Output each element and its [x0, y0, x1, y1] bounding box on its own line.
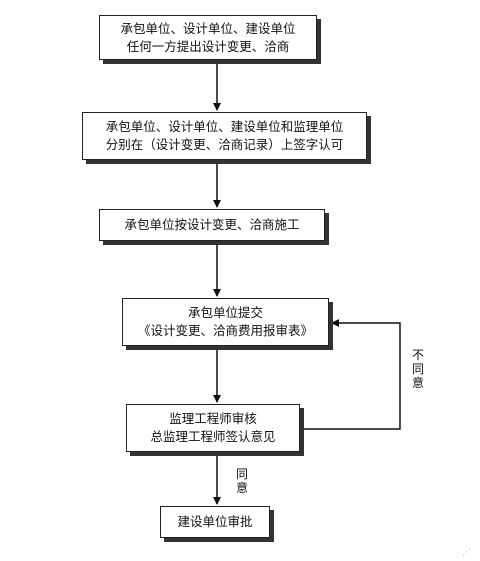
watermark-mark: ⋰	[462, 548, 471, 558]
step-3-construction: 承包单位按设计变更、洽商施工	[99, 209, 325, 241]
step-text: 监理工程师审核	[169, 411, 257, 426]
label-char: 意	[411, 376, 424, 390]
step-text: 《设计变更、洽商费用报审表》	[137, 323, 313, 338]
step-text: 承包单位、设计单位、建设单位	[120, 20, 296, 36]
disagree-label: 不 同 意	[411, 348, 425, 390]
step-2-sign-off: 承包单位、设计单位、建设单位和监理单位 分别在（设计变更、洽商记录）上签字认可	[82, 112, 367, 160]
step-5-supervisor-review: 监理工程师审核 总监理工程师签认意见	[126, 404, 300, 452]
label-char: 同	[235, 467, 248, 481]
step-1-propose-change: 承包单位、设计单位、建设单位 任何一方提出设计变更、洽商	[99, 15, 317, 60]
step-text: 承包单位提交	[187, 305, 263, 320]
step-6-owner-approval: 建设单位审批	[160, 506, 270, 538]
step-text: 任何一方提出设计变更、洽商	[126, 38, 290, 54]
step-text: 承包单位按设计变更、洽商施工	[124, 217, 300, 232]
label-char: 不	[411, 348, 424, 362]
step-text: 分别在（设计变更、洽商记录）上签字认可	[105, 137, 344, 152]
agree-label: 同 意	[235, 467, 249, 495]
step-text: 总监理工程师签认意见	[150, 429, 276, 444]
step-4-submit-cost-form: 承包单位提交 《设计变更、洽商费用报审表》	[122, 298, 329, 346]
step-text: 建设单位审批	[177, 514, 253, 529]
label-char: 同	[411, 362, 424, 376]
label-char: 意	[235, 481, 248, 495]
step-text: 承包单位、设计单位、建设单位和监理单位	[105, 119, 344, 134]
arrow-disagree-loop	[302, 319, 401, 430]
